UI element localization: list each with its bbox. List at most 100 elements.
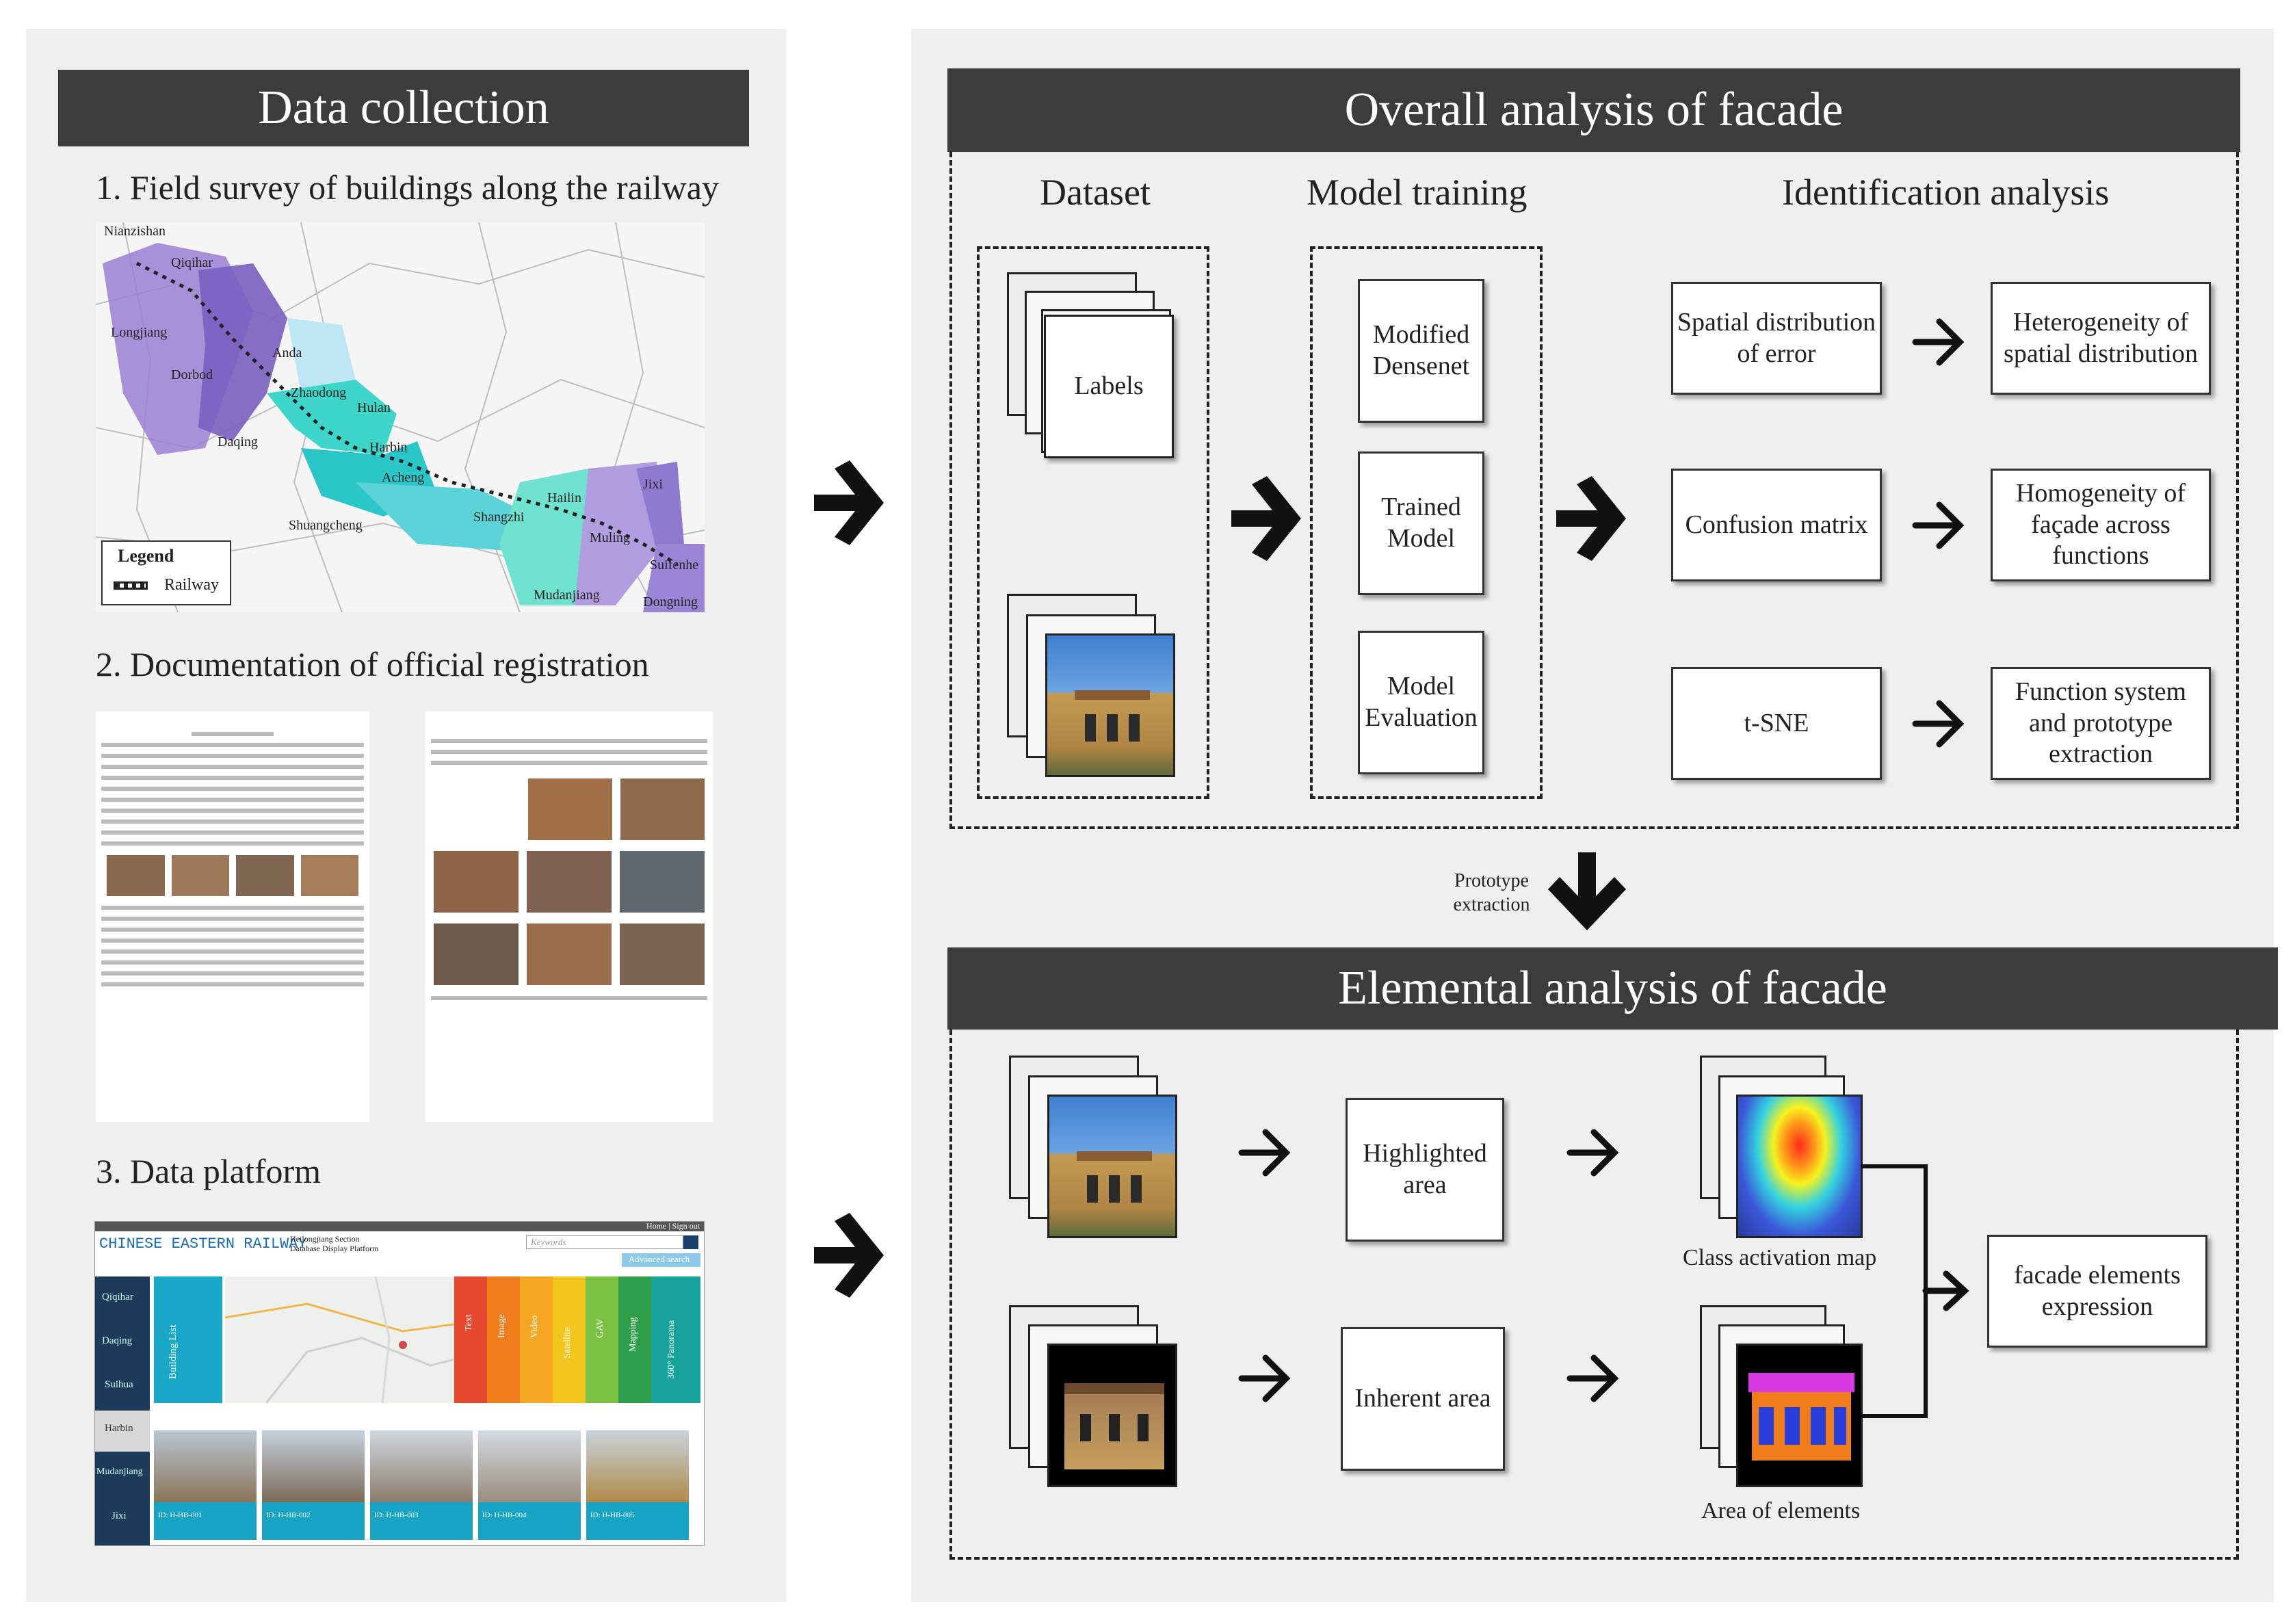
map-label-suifenhe: Suifenhe [650,558,699,573]
map-label-zhaodong: Zhaodong [291,385,347,400]
building-list-label: Building List [168,1324,179,1379]
overall-analysis-title: Overall analysis of facade [1344,83,1844,136]
map-label-shangzhi: Shangzhi [473,510,525,525]
arrow-right-icon [1912,700,1965,748]
map-label-hailin: Hailin [547,490,581,506]
color-tab-gav[interactable]: GAV [586,1276,618,1403]
city-label: Daqing [102,1335,133,1346]
map-label-qiqihar: Qiqihar [171,255,213,270]
arrow-right-icon [1912,501,1965,549]
data-collection-title: Data collection [258,81,549,134]
box-line: extraction [2049,739,2153,769]
inherent-area-box: Inherent area [1341,1327,1505,1471]
arrow-right-icon [1566,1354,1619,1402]
map-legend: Legend Railway [101,540,231,605]
masked-facade-image [1047,1344,1177,1487]
map-label-mudanjiang: Mudanjiang [534,588,600,603]
registration-document-1 [96,711,369,1122]
building-card[interactable]: ID: H-HB-005 [586,1430,689,1540]
city-label: Jixi [112,1510,127,1521]
step-line: Trained [1381,493,1461,522]
building-card[interactable]: ID: H-HB-004 [478,1430,581,1540]
map-label-shuangcheng: Shuangcheng [289,518,363,533]
box-line: Inherent area [1354,1384,1491,1413]
step-line: Model [1387,672,1456,701]
labels-card: Labels [1044,315,1174,458]
facade-photo [1045,633,1175,777]
step-line: Evaluation [1365,703,1478,732]
color-tab-label: Image [497,1314,507,1338]
city-item-harbin[interactable]: Harbin [95,1411,150,1452]
arrow-right-icon [814,460,884,545]
arrow-right-icon [1556,476,1626,561]
step-3-label: 3. Data platform [96,1152,322,1190]
overall-analysis-header: Overall analysis of facade [947,68,2240,152]
color-tab-video[interactable]: Video [520,1276,553,1403]
dataset-frame [977,246,1209,799]
search-icon[interactable] [683,1235,698,1249]
elemental-analysis-title: Elemental analysis of facade [1338,962,1887,1014]
data-collection-header: Data collection [58,70,749,146]
box-line: and prototype [2028,708,2173,737]
city-item-suihua[interactable]: Suihua [95,1367,150,1408]
platform-top-bar: Home | Sign out [95,1221,704,1231]
building-list-tab[interactable]: Building List [154,1276,222,1403]
element-segmentation-image [1736,1344,1863,1487]
link-line: Prototype [1454,870,1529,891]
arrow-down-icon [1548,852,1626,930]
overall-analysis-frame [949,152,2239,829]
color-tab-panorama[interactable]: 360° Panorama [651,1276,700,1403]
city-item-daqing[interactable]: Daqing [95,1323,150,1364]
building-card[interactable]: ID: H-HB-001 [154,1430,257,1540]
map-label-nianzishan: Nianzishan [104,224,166,239]
building-card[interactable]: ID: H-HB-002 [262,1430,365,1540]
box-line: Spatial distribution [1677,307,1876,337]
column-dataset: Dataset [1040,172,1151,213]
box-line: facade elements [2014,1260,2181,1289]
arrow-right-icon [1238,1129,1291,1177]
data-platform-screenshot: Home | Sign out CHINESE EASTERN RAILWAY … [94,1221,705,1546]
city-label: Mudanjiang [96,1467,143,1477]
map-label-anda: Anda [272,345,302,361]
model-training-frame [1310,246,1543,799]
map-label-daqing: Daqing [218,434,258,449]
arrow-right-icon [1566,1129,1619,1177]
legend-railway-label: Railway [164,576,219,594]
color-tab-satellite[interactable]: Satellite [553,1276,586,1403]
city-label: Qiqihar [102,1292,133,1302]
elemental-analysis-header: Elemental analysis of facade [947,947,2278,1030]
color-tab-label: Text [464,1314,474,1331]
color-tab-mapping[interactable]: Mapping [618,1276,651,1403]
map-label-dongning: Dongning [643,594,698,610]
color-tab-label: 360° Panorama [666,1320,677,1379]
color-tab-text[interactable]: Text [454,1276,487,1403]
confusion-matrix-box: Confusion matrix [1671,469,1882,581]
step-line: Modified [1372,320,1470,350]
step-line: Densenet [1372,352,1470,380]
platform-search-input[interactable]: Keywords [526,1235,683,1249]
registration-document-2 [425,711,713,1122]
building-card[interactable]: ID: H-HB-003 [370,1430,473,1540]
labels-text: Labels [1074,371,1144,401]
color-tab-label: Mapping [628,1317,638,1352]
advanced-search-button[interactable]: Advanced search [622,1253,700,1267]
platform-top-links[interactable]: Home | Sign out [646,1221,700,1231]
arrow-right-icon [1231,476,1301,561]
city-item-mudanjiang[interactable]: Mudanjiang [95,1454,150,1495]
step-2-label: 2. Documentation of official registratio… [96,645,649,683]
advanced-search-label: Advanced search [629,1254,690,1264]
step-1-label: 1. Field survey of buildings along the r… [96,168,719,207]
city-item-qiqihar[interactable]: Qiqihar [95,1279,150,1320]
card-id: ID: H-HB-003 [374,1511,419,1519]
color-tab-image[interactable]: Image [487,1276,520,1403]
elemental-analysis-frame [949,1030,2239,1560]
box-line: Homogeneity of [2015,479,2186,508]
city-item-jixi[interactable]: Jixi [95,1498,150,1539]
railway-map: Nianzishan Qiqihar Longjiang Anda Dorbod… [96,222,705,612]
